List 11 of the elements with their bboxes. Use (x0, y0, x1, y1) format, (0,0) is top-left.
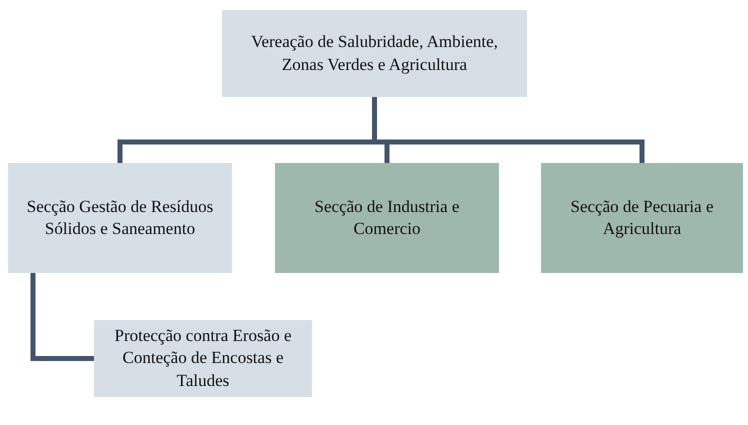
org-box (541, 163, 743, 273)
org-box (275, 163, 499, 273)
connector-line (30, 273, 94, 361)
org-box (8, 163, 232, 273)
box-label: Secção Gestão de Resíduos Sólidos e Saneamento (26, 196, 214, 240)
org-box (94, 320, 312, 397)
box-label: Secção de Industria e Comercio (314, 196, 460, 240)
org-box (222, 10, 527, 97)
box-label: Secção de Pecuaria e Agricultura (570, 196, 714, 240)
box-label: Protecção contra Erosão e Conteção de Encostas e Taludes (114, 325, 292, 392)
box-label: Vereação de Salubridade, Ambiente, Zonas Verdes e Agricultura (250, 31, 499, 76)
